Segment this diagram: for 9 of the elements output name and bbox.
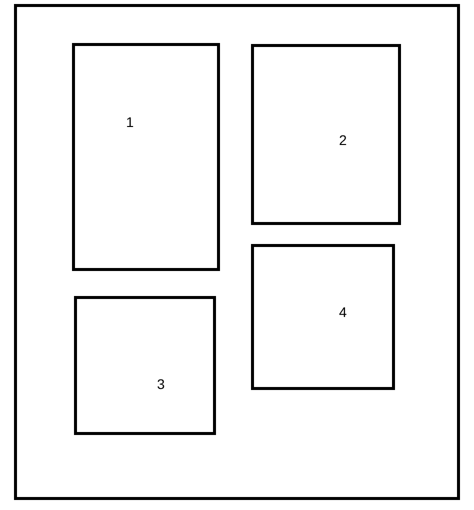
box-number: 3 xyxy=(157,377,165,391)
numbered-box xyxy=(251,244,395,390)
numbered-box xyxy=(74,296,216,435)
box-number: 2 xyxy=(339,133,347,147)
box-number: 4 xyxy=(339,305,347,319)
box-number: 1 xyxy=(126,115,134,129)
outer-frame xyxy=(14,4,460,500)
numbered-box xyxy=(251,44,401,225)
numbered-box xyxy=(72,43,220,271)
